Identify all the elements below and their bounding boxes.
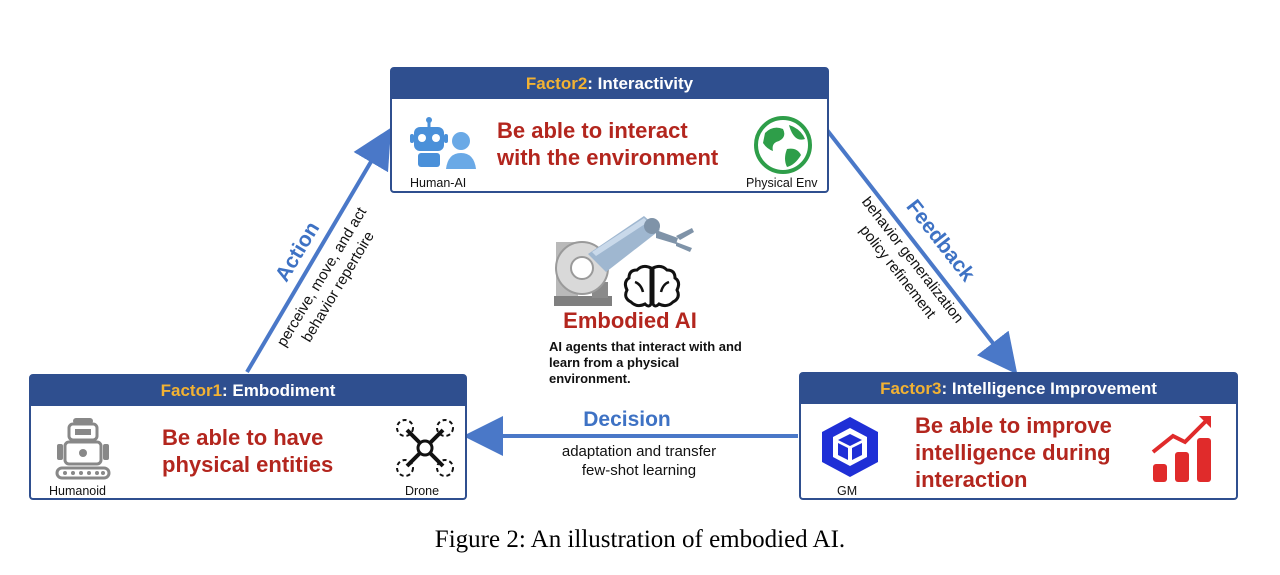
human-ai-label: Human-AI [410,176,467,190]
gm-cube-icon [822,417,878,477]
humanoid-label: Humanoid [49,484,106,498]
factor3-prefix: Factor3 [880,379,942,398]
action-arrow [245,127,392,374]
figure-caption: Figure 2: An illustration of embodied AI… [434,526,846,553]
human-ai-icon [410,117,476,169]
factor3-box: Factor3: Intelligence Improvement GM Be … [799,372,1238,500]
factor2-box: Factor2: Interactivity Human-AI Be able … [390,67,829,193]
embodied-ai-title: Embodied AI [563,308,697,333]
decision-sublabel: adaptation and transfer few-shot learnin… [561,443,717,479]
gm-label: GM [837,484,858,498]
factor3-header: Factor3: Intelligence Improvement [801,374,1236,404]
humanoid-robot-icon [55,418,111,480]
growth-chart-icon [1151,416,1211,482]
factor1-suffix: : Embodiment [222,381,336,400]
factor3-main-text: Be able to improve intelligence during i… [915,413,1112,492]
drone-label: Drone [405,484,440,498]
embodied-ai-description: AI agents that interact with and learn f… [549,339,742,386]
decision-label: Decision [583,408,671,431]
drone-icon [396,419,454,477]
factor1-prefix: Factor1 [160,381,223,400]
factor1-main-text: Be able to have physical entities [162,425,334,477]
factor2-prefix: Factor2 [525,74,588,93]
factor2-header: Factor2: Interactivity [392,69,827,99]
factor1-header: Factor1: Embodiment [31,376,465,406]
factor2-suffix: : Interactivity [587,74,694,93]
robot-arm-icon [554,216,694,306]
factor2-main-text: Be able to interact with the environment [497,118,719,170]
brain-icon [623,264,681,308]
feedback-arrow [825,128,1018,375]
factor1-box: Factor1: Embodiment Humanoid Be able to … [29,374,467,500]
physical-env-label: Physical Env [746,176,818,190]
factor3-suffix: : Intelligence Improvement [941,379,1157,398]
globe-icon [754,116,812,174]
